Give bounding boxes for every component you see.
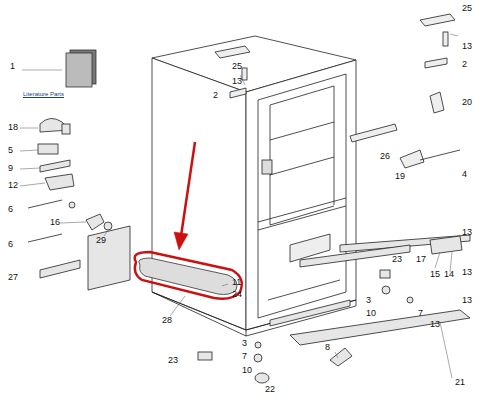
callout-number: 17 (416, 255, 426, 264)
callout-number: 27 (8, 273, 18, 282)
callout-number: 13 (462, 42, 472, 51)
callout-number: 12 (8, 181, 18, 190)
callout-number: 16 (50, 218, 60, 227)
callout-number: 4 (462, 170, 467, 179)
callout-number: 28 (162, 316, 172, 325)
callout-number: 7 (242, 352, 247, 361)
callout-number: 13 (462, 228, 472, 237)
callout-number: 23 (168, 356, 178, 365)
callout-number: 13 (232, 77, 242, 86)
pointer-arrow (174, 142, 195, 250)
callout-number: 2 (462, 60, 467, 69)
callout-number: 1 (10, 62, 15, 71)
callout-number: 3 (242, 339, 247, 348)
hinge (215, 14, 460, 168)
side-parts (28, 118, 130, 290)
callout-number: 22 (265, 385, 275, 394)
leader-line (20, 34, 458, 378)
base-parts (198, 235, 470, 383)
callout-number: 18 (8, 123, 18, 132)
callout-number: 24 (232, 290, 242, 299)
callout-number: 10 (366, 309, 376, 318)
callout-number: 20 (462, 98, 472, 107)
callout-number: 9 (8, 164, 13, 173)
callout-number: 3 (366, 296, 371, 305)
callout-number: 2 (213, 91, 218, 100)
callout-number: 10 (242, 366, 252, 375)
callout-number: 19 (395, 172, 405, 181)
callout-number: 7 (418, 309, 423, 318)
callout-number: 26 (380, 152, 390, 161)
lower-trim-part (139, 258, 237, 295)
callout-number: 13 (430, 320, 440, 329)
literature-label: Literature Parts (23, 91, 64, 97)
callout-number: 5 (8, 146, 13, 155)
callout-number: 25 (232, 62, 242, 71)
callout-number: 6 (8, 205, 13, 214)
highlight-outline (135, 252, 242, 299)
callout-number: 13 (462, 268, 472, 277)
callout-number: 25 (462, 4, 472, 13)
callout-number: 23 (392, 255, 402, 264)
callout-number: 8 (325, 343, 330, 352)
callout-number: 14 (444, 270, 454, 279)
callout-number: 13 (462, 296, 472, 305)
callout-number: 15 (430, 270, 440, 279)
callout-number: 6 (8, 240, 13, 249)
callout-number: 21 (455, 378, 465, 387)
callout-number: 11 (232, 278, 241, 287)
callout-number: 29 (96, 236, 106, 245)
